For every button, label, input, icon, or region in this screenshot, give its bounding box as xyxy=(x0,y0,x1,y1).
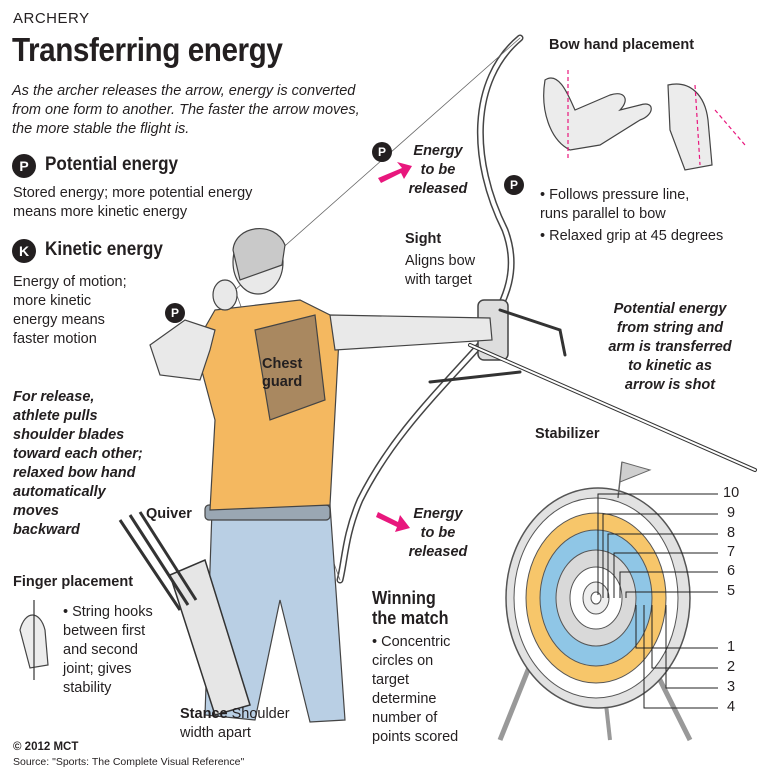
energy-bottom-line-2: to be xyxy=(420,525,456,541)
ring-number-6: 6 xyxy=(726,563,736,579)
stabilizer-label: Stabilizer xyxy=(535,426,600,442)
sight-line-1: Aligns bow xyxy=(405,253,476,269)
release-note-line-4: toward each other; xyxy=(13,446,143,462)
energy-top-line-1: Energy xyxy=(413,143,463,159)
potential-badge: P xyxy=(12,154,36,178)
stance-line-2: width apart xyxy=(180,725,251,741)
kinetic-line-4: faster motion xyxy=(13,331,97,347)
kinetic-line-1: Energy of motion; xyxy=(13,274,127,290)
page-title: Transferring energy xyxy=(12,31,283,68)
figure-badge: P xyxy=(165,303,185,323)
quiver-label: Quiver xyxy=(146,506,192,522)
energy-arrow-top xyxy=(378,162,412,183)
release-note-line-5: relaxed bow hand xyxy=(13,465,136,481)
chest-guard-line-1: Chest xyxy=(262,356,303,372)
energy-bottom-line-1: Energy xyxy=(413,506,463,522)
release-note-line-1: For release, xyxy=(13,389,95,405)
winning-line-1: • Concentric xyxy=(372,634,451,650)
release-note-line-6: automatically xyxy=(13,484,106,500)
transfer-note-line-4: to kinetic as xyxy=(628,358,712,374)
ring-number-1: 1 xyxy=(726,639,736,655)
release-note-line-2: athlete pulls xyxy=(13,408,98,424)
ring-number-8: 8 xyxy=(726,525,736,541)
winning-heading-2: the match xyxy=(372,608,449,628)
transfer-note-line-2: from string and xyxy=(616,320,724,336)
stance-line-1: Stance Shoulder xyxy=(180,705,290,724)
finger-line-4: joint; gives xyxy=(63,661,132,677)
intro-text: As the archer releases the arrow, energy… xyxy=(12,83,360,137)
winning-line-4: determine xyxy=(372,691,437,707)
finger-line-1: • String hooks xyxy=(63,604,153,620)
finger-line-5: stability xyxy=(63,680,112,696)
energy-arrow-bottom xyxy=(376,512,410,532)
stance-text: Shoulder xyxy=(231,706,290,722)
transfer-note-line-1: Potential energy xyxy=(613,301,727,317)
bow-hand-bullet-2: • Relaxed grip at 45 degrees xyxy=(540,228,724,244)
energy-bottom-line-3: released xyxy=(408,544,468,560)
archer-illustration xyxy=(149,228,493,723)
bow-hand-badge: P xyxy=(504,175,524,195)
finger-hand-illustration xyxy=(19,600,49,680)
bow-hand-illustration xyxy=(543,70,746,171)
target-illustration xyxy=(497,461,718,742)
bow-illustration xyxy=(234,34,757,584)
potential-line-1: Stored energy; more potential energy xyxy=(13,185,253,201)
sight-line-2: with target xyxy=(405,272,472,288)
release-note-line-7: moves xyxy=(13,503,59,519)
finger-line-2: between first xyxy=(63,623,146,639)
quiver-illustration xyxy=(118,511,251,716)
bow-hand-heading: Bow hand placement xyxy=(549,37,695,53)
ring-number-7: 7 xyxy=(726,544,736,560)
energy-top-badge: P xyxy=(372,142,392,162)
kicker: ARCHERY xyxy=(13,10,90,27)
ring-number-2: 2 xyxy=(726,659,736,675)
kinetic-line-3: energy means xyxy=(13,312,105,328)
ring-number-5: 5 xyxy=(726,583,736,599)
winning-line-5: number of xyxy=(372,710,438,726)
potential-heading: Potential energy xyxy=(45,154,179,175)
ring-number-9: 9 xyxy=(726,505,736,521)
finger-heading: Finger placement xyxy=(13,574,134,590)
source-credit: Source: "Sports: The Complete Visual Ref… xyxy=(13,756,245,768)
bow-hand-bullet-1-line-1: • Follows pressure line, xyxy=(540,187,690,203)
chest-guard-line-2: guard xyxy=(262,374,303,390)
transfer-note-line-3: arm is transferred xyxy=(608,339,732,355)
ring-number-10: 10 xyxy=(723,485,740,501)
energy-top-line-2: to be xyxy=(420,162,456,178)
release-note-line-8: backward xyxy=(13,522,80,538)
kinetic-badge: K xyxy=(12,239,36,263)
energy-top-line-3: released xyxy=(408,181,468,197)
ring-number-3: 3 xyxy=(726,679,736,695)
bow-hand-bullet-1-line-2: runs parallel to bow xyxy=(540,206,666,222)
winning-heading-1: Winning xyxy=(372,588,436,608)
winning-line-3: target xyxy=(372,672,410,688)
kinetic-heading: Kinetic energy xyxy=(45,239,163,260)
sight-heading: Sight xyxy=(405,231,442,247)
release-note-line-3: shoulder blades xyxy=(13,427,125,443)
transfer-note-line-5: arrow is shot xyxy=(624,377,716,393)
copyright: © 2012 MCT xyxy=(13,741,79,753)
potential-line-2: means more kinetic energy xyxy=(13,204,188,220)
ring-number-4: 4 xyxy=(726,699,736,715)
kinetic-line-2: more kinetic xyxy=(13,293,92,309)
winning-line-2: circles on xyxy=(372,653,434,669)
finger-line-3: and second xyxy=(63,642,138,658)
winning-line-6: points scored xyxy=(372,729,459,745)
stance-bold: Stance xyxy=(180,706,228,722)
